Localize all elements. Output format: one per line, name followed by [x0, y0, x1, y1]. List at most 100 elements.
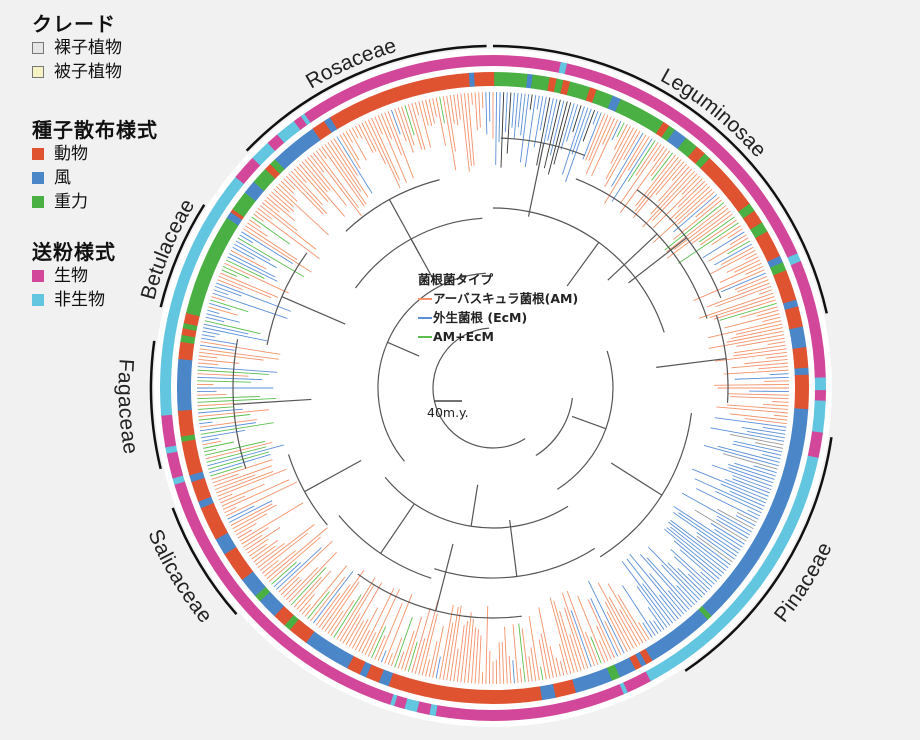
tip-branch	[658, 166, 690, 202]
scale-bar-label: 40m.y.	[427, 405, 469, 420]
tip-branch	[764, 380, 789, 382]
tip-branch	[506, 92, 512, 154]
tip-branch	[351, 127, 359, 139]
tip-branch	[659, 594, 679, 620]
pollination-ring-segment-abiotic	[277, 120, 302, 143]
tip-branch	[310, 576, 346, 622]
tip-branch	[620, 148, 668, 213]
tip-branch	[214, 285, 242, 297]
tip-branch	[762, 316, 781, 323]
tip-branch	[566, 104, 579, 142]
dispersal-ring-segment-animal	[191, 476, 212, 502]
tip-branch	[627, 140, 656, 182]
tip-branch	[635, 154, 676, 207]
tip-branch	[700, 571, 715, 585]
tip-branch	[293, 168, 307, 183]
tip-branch	[513, 93, 519, 140]
tip-branch	[268, 194, 290, 213]
tip-branch	[330, 600, 355, 636]
tip-branch	[549, 597, 572, 674]
tip-branch	[572, 105, 582, 133]
tip-branch	[759, 289, 773, 295]
tip-branch	[407, 641, 418, 672]
tip-branch	[197, 395, 261, 400]
dispersal-ring-segment-gravity	[695, 153, 711, 170]
tip-branch	[621, 561, 671, 626]
internal-branch	[388, 199, 422, 257]
tip-branch	[397, 651, 405, 669]
tip-branch	[611, 138, 653, 202]
dispersal-ring-segment-wind	[613, 657, 636, 678]
tip-branch	[390, 109, 401, 135]
tip-branch	[207, 309, 220, 314]
tip-branch	[307, 156, 347, 206]
tip-branch	[387, 111, 414, 179]
tip-branch	[536, 95, 540, 110]
tip-branch	[275, 186, 329, 236]
tip-branch	[283, 178, 296, 191]
tip-branch	[736, 511, 757, 523]
tip-branch	[729, 234, 747, 246]
tip-branch	[351, 618, 369, 649]
dispersal-ring-segment-animal	[655, 121, 671, 138]
swatch-biotic	[32, 270, 44, 282]
tip-branch	[585, 116, 612, 175]
tip-branch	[727, 228, 743, 239]
dispersal-ring-segment-animal	[773, 270, 797, 305]
tip-branch	[285, 175, 324, 215]
dispersal-ring-segment-animal	[792, 347, 809, 370]
tip-branch	[380, 650, 387, 663]
tip-branch	[198, 414, 251, 421]
tip-branch	[596, 625, 612, 660]
tip-branch	[533, 96, 544, 148]
tip-branch	[696, 488, 759, 520]
tip-branch	[203, 441, 234, 449]
tip-branch	[553, 102, 572, 165]
tip-branch	[414, 638, 426, 674]
tip-branch	[217, 468, 287, 497]
tip-branch	[202, 330, 220, 335]
dispersal-ring-segment-animal	[230, 208, 245, 220]
tip-branch	[508, 655, 512, 684]
tip-branch	[237, 237, 305, 278]
tip-branch	[710, 427, 785, 442]
tip-branch	[773, 414, 788, 418]
tip-branch	[629, 553, 682, 617]
tip-branch	[485, 605, 489, 684]
tip-branch	[439, 96, 445, 124]
tip-branch	[197, 380, 252, 383]
legend-label: 生物	[54, 266, 88, 286]
tip-branch	[266, 527, 328, 580]
tip-branch	[339, 583, 375, 642]
tip-branch	[202, 440, 222, 446]
tip-branch	[201, 337, 238, 345]
tip-branch	[694, 478, 764, 510]
tip-branch	[610, 125, 631, 164]
pollination-ring-segment-abiotic	[160, 388, 173, 416]
tip-branch	[681, 175, 701, 195]
tip-branch	[558, 643, 568, 675]
tip-branch	[652, 188, 713, 244]
tip-branch	[719, 262, 762, 283]
tip-branch	[703, 444, 779, 467]
tip-branch	[710, 250, 756, 275]
tip-branch	[291, 170, 324, 206]
tip-branch	[449, 95, 455, 124]
tip-branch	[259, 205, 317, 250]
tip-branch	[708, 237, 749, 262]
tip-branch	[414, 102, 420, 116]
tip-branch	[411, 607, 431, 673]
tip-branch	[330, 140, 369, 198]
tip-branch	[367, 119, 401, 189]
tip-branch	[501, 641, 505, 684]
tip-branch	[463, 93, 472, 167]
dispersal-ring-segment-animal	[638, 648, 653, 665]
tip-branch	[339, 134, 361, 169]
tip-branch	[673, 505, 741, 551]
pollination-ring-segment-abiotic	[252, 142, 276, 166]
dispersal-ring-segment-animal	[178, 340, 195, 361]
tip-branch	[312, 571, 354, 624]
tip-branch	[481, 92, 484, 109]
tip-branch	[235, 522, 257, 536]
tip-branch	[714, 417, 787, 428]
